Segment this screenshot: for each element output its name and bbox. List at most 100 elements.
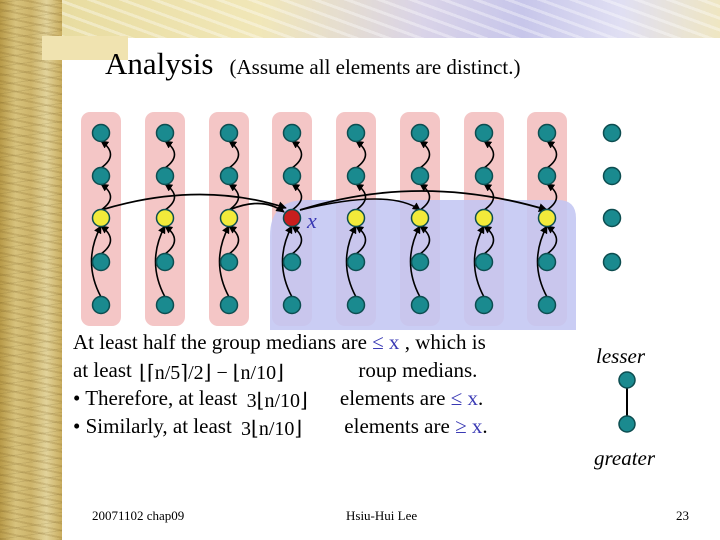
footer-date-chapter: 20071102 chap09 xyxy=(92,508,185,523)
group-edge xyxy=(291,183,303,211)
element-node xyxy=(346,123,366,143)
group-edge xyxy=(228,140,240,169)
element-node xyxy=(91,295,111,315)
legend-greater-label: greater xyxy=(594,446,656,470)
element-node xyxy=(219,123,239,143)
line1-text: At least half the group medians are xyxy=(73,330,367,354)
group-edge xyxy=(291,225,303,255)
line3-middle: elements are xyxy=(339,386,446,410)
element-node xyxy=(410,123,430,143)
element-node xyxy=(282,295,302,315)
element-node xyxy=(155,252,175,272)
group-edge xyxy=(281,225,293,298)
leftover-node xyxy=(602,252,622,272)
group-edge xyxy=(355,225,367,255)
group-edge xyxy=(164,140,176,169)
math-formula-group-count: ⌊⌈n/5⌉/2⌋ − ⌊n/10⌋ xyxy=(139,362,284,385)
slide-subtitle: (Assume all elements are distinct.) xyxy=(229,55,521,79)
leftover-node xyxy=(602,166,622,186)
legend-lesser-label: lesser xyxy=(596,344,645,368)
group-edge xyxy=(546,183,558,211)
title-highlight-patch xyxy=(42,36,128,60)
element-node xyxy=(537,295,557,315)
median-to-pivot-edge xyxy=(228,202,285,213)
line4-symbol: ≥ x xyxy=(455,414,483,438)
text-line-3: • Therefore, at least 3⌊n/10⌋ elements a… xyxy=(73,384,488,412)
text-line-4: • Similarly, at least 3⌊n/10⌋ elements a… xyxy=(73,412,488,440)
group-edge xyxy=(355,183,367,211)
element-node xyxy=(537,123,557,143)
leftover-node xyxy=(602,208,622,228)
element-node xyxy=(346,295,366,315)
pivot-x-node xyxy=(282,208,302,228)
element-node xyxy=(219,295,239,315)
group-edge xyxy=(419,140,431,169)
line4-text: • Similarly, at least xyxy=(73,414,232,438)
group-edge xyxy=(355,140,367,169)
element-node xyxy=(474,252,494,272)
group-median-node xyxy=(410,208,430,228)
element-node xyxy=(346,166,366,186)
element-node xyxy=(155,295,175,315)
leftover-node xyxy=(602,123,622,143)
element-node xyxy=(410,166,430,186)
group-edge xyxy=(218,225,230,298)
group-median-node xyxy=(537,208,557,228)
element-node xyxy=(91,252,111,272)
footer-author: Hsiu-Hui Lee xyxy=(346,508,418,523)
element-node xyxy=(155,166,175,186)
group-edge xyxy=(419,225,431,255)
line2-text: at least xyxy=(73,358,132,382)
group-edge xyxy=(291,140,303,169)
group-edge xyxy=(546,225,558,255)
decorative-left-band xyxy=(0,0,62,540)
group-edge xyxy=(154,225,166,298)
element-node xyxy=(537,252,557,272)
slide-title: Analysis xyxy=(105,46,214,81)
element-node xyxy=(282,123,302,143)
group-median-node xyxy=(474,208,494,228)
legend-greater-node xyxy=(618,415,636,433)
group-edge xyxy=(473,225,485,298)
line1-symbol: ≤ x xyxy=(372,330,400,354)
element-node xyxy=(282,252,302,272)
group-edge xyxy=(100,183,112,211)
element-node xyxy=(219,166,239,186)
group-edge xyxy=(483,140,495,169)
line3-text: • Therefore, at least xyxy=(73,386,238,410)
math-formula-count-2: 3⌊n/10⌋ xyxy=(241,418,303,441)
footer-page-number: 23 xyxy=(676,508,689,523)
element-node xyxy=(91,123,111,143)
pivot-x-label: x xyxy=(306,208,317,233)
group-median-node xyxy=(155,208,175,228)
line3-end: . xyxy=(477,386,484,410)
element-node xyxy=(91,166,111,186)
group-edge xyxy=(164,225,176,255)
group-edge xyxy=(546,140,558,169)
group-edge xyxy=(483,225,495,255)
group-edge xyxy=(164,183,176,211)
element-node xyxy=(474,295,494,315)
element-node xyxy=(155,123,175,143)
pivot-to-median-edge xyxy=(299,190,548,212)
math-formula-count-1: 3⌊n/10⌋ xyxy=(246,390,308,413)
element-node xyxy=(537,166,557,186)
element-node xyxy=(410,252,430,272)
group-edge xyxy=(419,183,431,211)
group-edge xyxy=(100,140,112,169)
element-node xyxy=(474,166,494,186)
element-node xyxy=(346,252,366,272)
group-edge xyxy=(345,225,357,298)
element-node xyxy=(410,295,430,315)
line1-tail: , which is xyxy=(404,330,486,354)
group-edge xyxy=(228,225,240,255)
line2-tail: roup medians. xyxy=(358,358,478,382)
element-node xyxy=(282,166,302,186)
line3-symbol: ≤ x xyxy=(450,386,478,410)
analysis-text: At least half the group medians are ≤ x … xyxy=(73,328,488,440)
group-edge xyxy=(90,225,102,298)
line4-end: . xyxy=(482,414,488,438)
pivot-to-median-edge xyxy=(299,198,421,211)
line4-middle: elements are xyxy=(344,414,450,438)
